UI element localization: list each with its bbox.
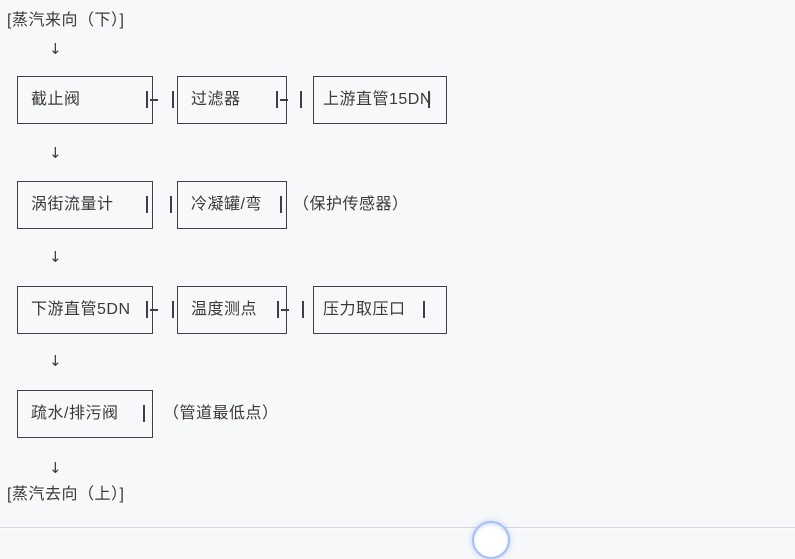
box-label: 温度测点 (191, 301, 258, 318)
connector-dash (280, 99, 288, 101)
box-vortex-flowmeter: 涡街流量计 (17, 181, 153, 229)
vertical-bar-connector (300, 91, 302, 108)
vertical-bar-connector (428, 91, 430, 108)
flow-arrow-down-icon: ↓ (49, 352, 62, 370)
box-label: 下游直管5DN (31, 301, 131, 318)
box-label: 过滤器 (191, 91, 241, 108)
box-label: 上游直管15DN (323, 91, 432, 108)
vertical-bar-connector (172, 301, 174, 318)
vertical-bar-connector (146, 196, 148, 213)
vertical-bar-connector (146, 301, 148, 318)
vertical-bar-connector (172, 91, 174, 108)
note-pipeline-lowest-point: （管道最低点） (163, 405, 279, 422)
steam-flow-diagram: [蒸汽来向（下）] ↓ 截止阀 过滤器 上游直管15DN ↓ 涡街流量计 冷凝罐… (0, 12, 795, 559)
box-temperature-point: 温度测点 (177, 286, 287, 334)
steam-sink-label: [蒸汽去向（上）] (7, 486, 125, 503)
box-label: 涡街流量计 (31, 196, 114, 213)
box-label: 压力取压口 (323, 301, 406, 318)
vertical-bar-connector (170, 196, 172, 213)
box-stop-valve: 截止阀 (17, 76, 153, 124)
floating-assistant-button[interactable] (472, 521, 510, 559)
flow-arrow-down-icon: ↓ (49, 248, 62, 266)
flow-arrow-down-icon: ↓ (49, 459, 62, 477)
vertical-bar-connector (276, 91, 278, 108)
bottom-divider (0, 527, 795, 528)
box-label: 疏水/排污阀 (31, 405, 119, 422)
box-condensate-pot-bend: 冷凝罐/弯 (177, 181, 287, 229)
box-label: 冷凝罐/弯 (191, 196, 262, 213)
vertical-bar-connector (277, 301, 279, 318)
vertical-bar-connector (302, 301, 304, 318)
flow-arrow-down-icon: ↓ (49, 144, 62, 162)
connector-dash (281, 309, 289, 311)
steam-source-label: [蒸汽来向（下）] (7, 12, 125, 29)
vertical-bar-connector (143, 405, 145, 422)
vertical-bar-connector (280, 196, 282, 213)
vertical-bar-connector (146, 91, 148, 108)
box-label: 截止阀 (31, 91, 81, 108)
box-filter: 过滤器 (177, 76, 287, 124)
bottom-strip (0, 528, 795, 531)
connector-dash (150, 309, 158, 311)
note-protect-sensor: （保护传感器） (293, 196, 409, 213)
vertical-bar-connector (423, 301, 425, 318)
connector-dash (150, 99, 158, 101)
box-drain-blowdown-valve: 疏水/排污阀 (17, 390, 153, 438)
flow-arrow-down-icon: ↓ (49, 40, 62, 58)
box-pressure-tap: 压力取压口 (313, 286, 447, 334)
box-upstream-straight-pipe: 上游直管15DN (313, 76, 447, 124)
box-downstream-straight-pipe: 下游直管5DN (17, 286, 153, 334)
